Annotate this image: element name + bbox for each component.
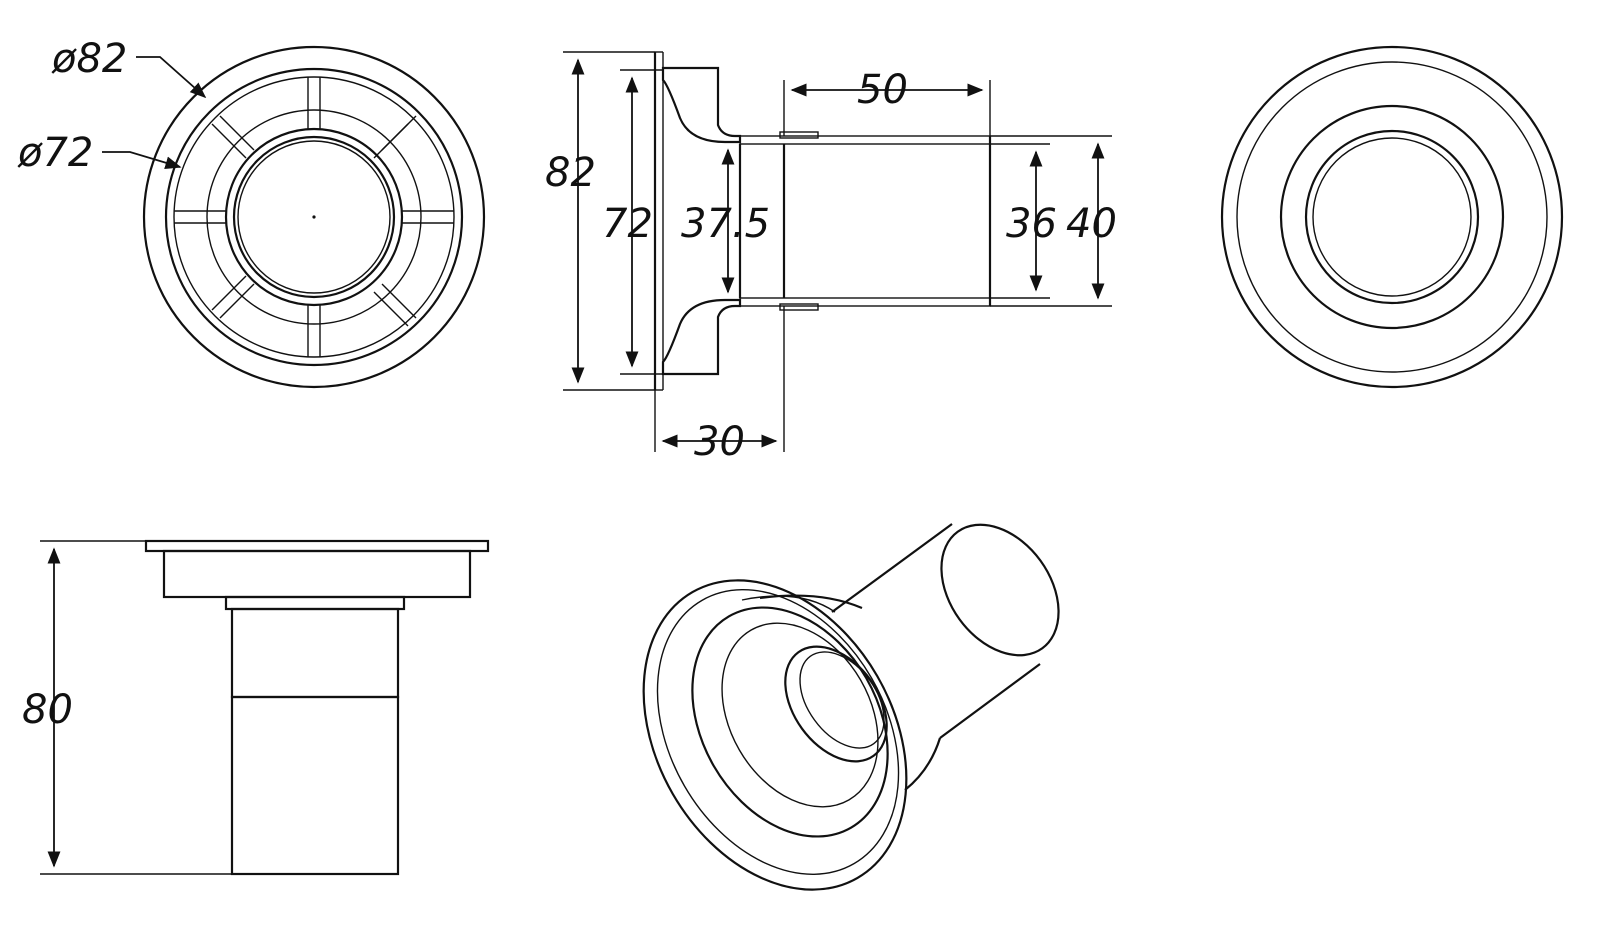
section-view: 82 72 37.5 36 40 50 30: [545, 51, 1117, 465]
lower-tube-wall: [739, 297, 991, 307]
dim-flange-height: 82: [545, 150, 596, 196]
dim-flange-depth: 30: [694, 419, 745, 465]
center-point: [312, 215, 316, 219]
front-view: ø82 ø72: [17, 36, 486, 389]
dim-bore-height: 37.5: [681, 201, 770, 247]
upper-tube-wall: [739, 135, 991, 145]
isometric-view: [642, 523, 1060, 891]
radial-ribs: [174, 77, 454, 357]
rear-view: [1220, 45, 1564, 389]
lower-flange-section: [661, 298, 742, 376]
dim-inner-height: 72: [602, 201, 653, 247]
upper-flange-section: [661, 66, 742, 144]
outer-diameter-label: ø82: [51, 36, 127, 82]
inner-diameter-label: ø72: [17, 130, 93, 176]
dim-tube-length: 50: [857, 67, 908, 113]
dim-total-height: 80: [22, 687, 73, 733]
dim-tube-inner: 36: [1006, 201, 1057, 247]
dim-tube-outer: 40: [1066, 201, 1117, 247]
side-view: 80: [22, 539, 490, 876]
